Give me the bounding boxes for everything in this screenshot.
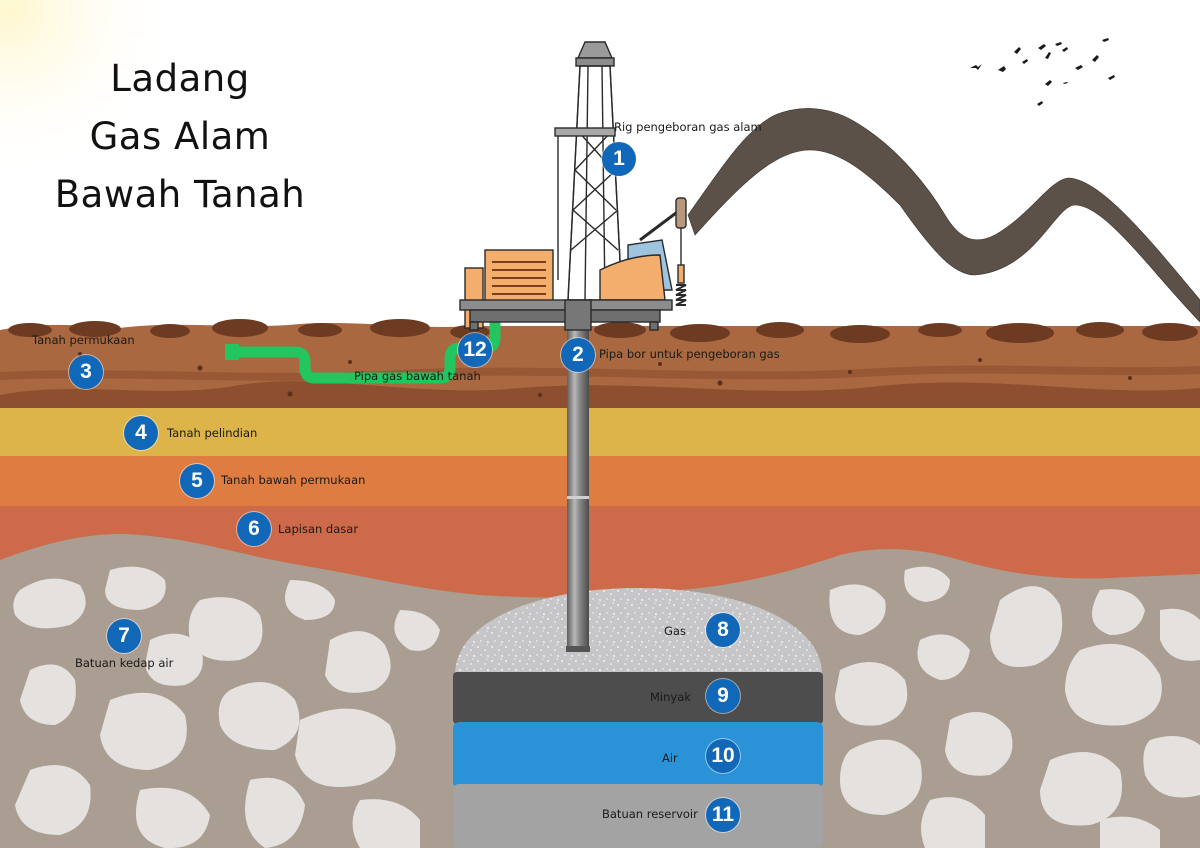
- topsoil-layer: [0, 319, 1200, 410]
- drill-pipe: [566, 318, 590, 652]
- smoke-plume: [687, 108, 1200, 323]
- water-layer: [453, 722, 823, 788]
- drilling-rig-icon: [459, 41, 687, 331]
- label-oil: Minyak: [650, 690, 691, 704]
- marker-12: 12: [458, 333, 492, 367]
- marker-5: 5: [180, 464, 214, 498]
- title-line-1: Ladang: [110, 57, 250, 100]
- label-underground-gas-pipe: Pipa gas bawah tanah: [354, 369, 481, 383]
- label-gas: Gas: [664, 624, 686, 638]
- pipeline-end-cap: [225, 344, 239, 360]
- marker-6: 6: [237, 512, 271, 546]
- label-leaching-soil: Tanah pelindian: [167, 426, 258, 440]
- marker-2: 2: [561, 338, 595, 372]
- label-drill-pipe: Pipa bor untuk pengeboran gas: [599, 347, 780, 361]
- marker-10: 10: [706, 739, 740, 773]
- oil-layer: [453, 672, 823, 724]
- label-topsoil: Tanah permukaan: [32, 333, 135, 347]
- birds-flock-icon: [970, 38, 1115, 106]
- label-bedrock: Lapisan dasar: [278, 522, 359, 536]
- marker-3: 3: [69, 355, 103, 389]
- title-line-2: Gas Alam: [89, 115, 271, 158]
- marker-4: 4: [124, 416, 158, 450]
- sun-glow-icon: [0, 0, 180, 180]
- label-subsoil: Tanah bawah permukaan: [221, 473, 366, 487]
- diagram-title: Ladang Gas Alam Bawah Tanah: [20, 50, 340, 224]
- label-reservoir-rock: Batuan reservoir: [602, 807, 698, 821]
- impermeable-rock-layer: [0, 534, 1200, 848]
- marker-9: 9: [706, 679, 740, 713]
- leaching-soil-layer: [0, 408, 1200, 456]
- marker-1: 1: [602, 142, 636, 176]
- gas-dome: [455, 588, 822, 675]
- label-water: Air: [662, 751, 678, 765]
- marker-8: 8: [706, 613, 740, 647]
- title-line-3: Bawah Tanah: [54, 173, 306, 216]
- marker-11: 11: [706, 798, 740, 832]
- label-drilling-rig: Rig pengeboran gas alam: [614, 120, 762, 134]
- label-impermeable-rock: Batuan kedap air: [75, 656, 174, 670]
- marker-7: 7: [107, 619, 141, 653]
